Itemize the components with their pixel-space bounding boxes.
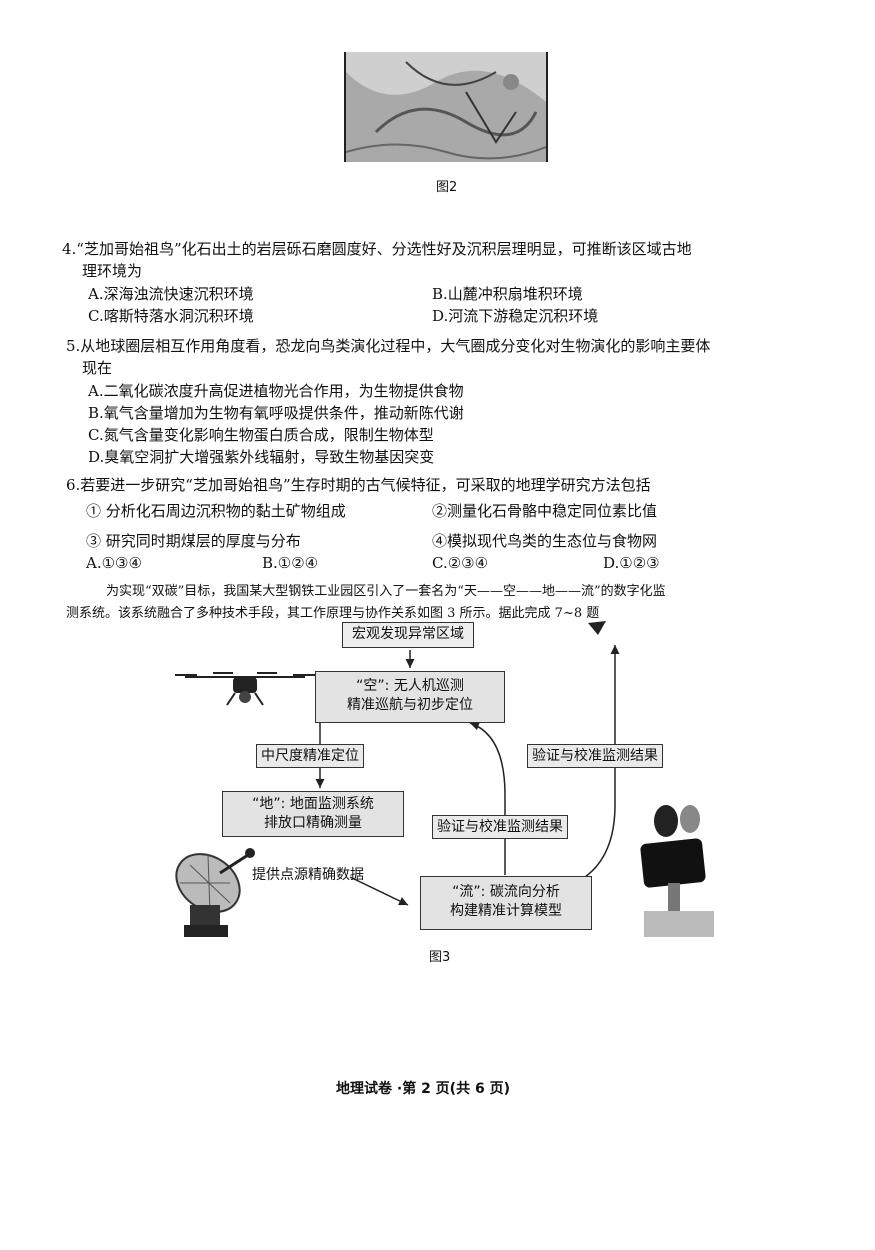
carbon-flow-box: “流”: 碳流向分析 构建精准计算模型 <box>420 876 592 930</box>
q6-item-2: ②测量化石骨骼中稳定同位素比值 <box>432 502 658 520</box>
q5-stem-line2: 现在 <box>82 359 113 377</box>
q5-stem-line1: 5.从地球圈层相互作用角度看，恐龙向鸟类演化过程中，大气圈成分变化对生物演化的影… <box>66 337 711 355</box>
ground-monitor-box: “地”: 地面监测系统 排放口精确测量 <box>222 791 404 837</box>
q6-option-d: D.①②③ <box>603 554 660 572</box>
figure3-caption: 图3 <box>429 950 451 965</box>
air-box-line1: “空”: 无人机巡测 <box>356 678 464 694</box>
q4-option-b: B.山麓冲积扇堆积环境 <box>432 285 583 303</box>
macro-anomaly-box: 宏观发现异常区域 <box>342 622 474 648</box>
verify-label-right: 验证与校准监测结果 <box>527 744 663 768</box>
fossil-photo <box>344 52 548 162</box>
q5-option-c: C.氮气含量变化影响生物蛋白质合成，限制生物体型 <box>88 426 434 444</box>
q6-option-a: A.①③④ <box>86 554 142 572</box>
q4-option-d: D.河流下游稳定沉积环境 <box>432 307 599 325</box>
intro-line2: 测系统。该系统融合了多种技术手段，其工作原理与协作关系如图 3 所示。据此完成 … <box>66 606 600 621</box>
figure3-diagram: 宏观发现异常区域 “空”: 无人机巡测 精准巡航与初步定位 中尺度精准定位 验证… <box>170 615 730 945</box>
macro-anomaly-text: 宏观发现异常区域 <box>352 626 464 642</box>
q4-stem-line1: 4.“芝加哥始祖鸟”化石出土的岩层砾石磨圆度好、分选性好及沉积层理明显，可推断该… <box>62 240 692 258</box>
q6-stem: 6.若要进一步研究“芝加哥始祖鸟”生存时期的古气候特征，可采取的地理学研究方法包… <box>66 476 651 494</box>
q4-option-a: A.深海浊流快速沉积环境 <box>88 285 254 303</box>
page-footer: 地理试卷 ·第 2 页(共 6 页) <box>336 1081 510 1097</box>
ground-box-line2: 排放口精确测量 <box>264 815 362 831</box>
flow-box-line2: 构建精准计算模型 <box>450 903 562 919</box>
verify-label-center: 验证与校准监测结果 <box>432 815 568 839</box>
flow-box-line1: “流”: 碳流向分析 <box>452 884 560 900</box>
air-box-line2: 精准巡航与初步定位 <box>347 697 473 713</box>
q4-option-c: C.喀斯特落水洞沉积环境 <box>88 307 254 325</box>
q5-option-a: A.二氧化碳浓度升高促进植物光合作用，为生物提供食物 <box>88 382 464 400</box>
q4-stem-line2: 理环境为 <box>82 262 143 280</box>
air-drone-box: “空”: 无人机巡测 精准巡航与初步定位 <box>315 671 505 723</box>
intro-line1: 为实现“双碳”目标，我国某大型钢铁工业园区引入了一套名为“天——空——地——流”… <box>106 584 666 599</box>
point-source-label: 提供点源精确数据 <box>252 867 364 883</box>
figure2-caption: 图2 <box>436 180 458 195</box>
q5-option-b: B.氧气含量增加为生物有氧呼吸提供条件，推动新陈代谢 <box>88 404 464 422</box>
satellite-dish-icon <box>175 848 255 937</box>
mid-scale-label: 中尺度精准定位 <box>256 744 364 768</box>
ground-box-line1: “地”: 地面监测系统 <box>252 796 374 812</box>
drone-icon <box>175 672 315 706</box>
q6-item-3: ③ 研究同时期煤层的厚度与分布 <box>86 532 301 550</box>
q5-option-d: D.臭氧空洞扩大增强紫外线辐射，导致生物基因突变 <box>88 448 435 466</box>
q6-option-b: B.①②④ <box>262 554 319 572</box>
eco-computer-icon <box>640 805 714 937</box>
q6-item-4: ④模拟现代鸟类的生态位与食物网 <box>432 532 658 550</box>
q6-item-1: ① 分析化石周边沉积物的黏土矿物组成 <box>86 502 346 520</box>
fossil-photo-image <box>346 52 546 162</box>
q6-option-c: C.②③④ <box>432 554 489 572</box>
